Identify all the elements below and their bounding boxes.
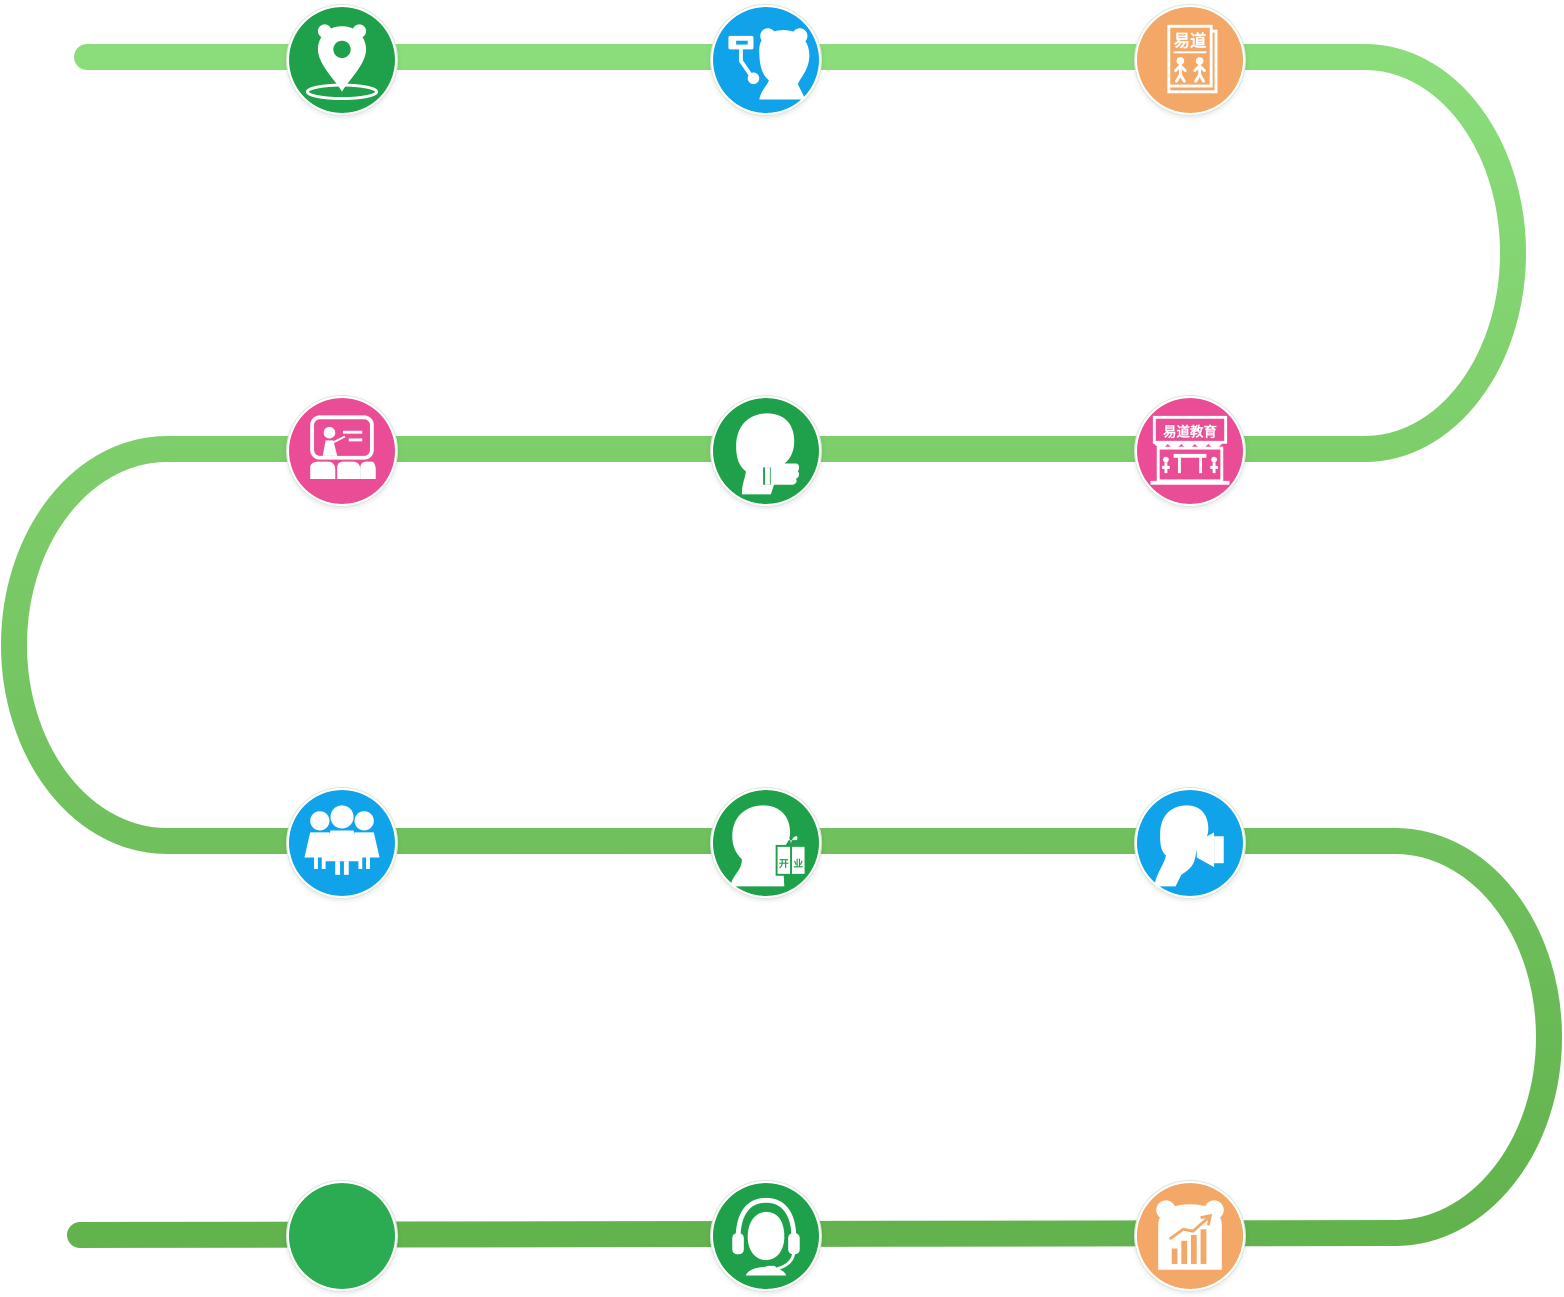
bear-growth-chart-icon [1137, 1183, 1243, 1289]
step-node-12[interactable] [1135, 1181, 1245, 1291]
step-node-3[interactable]: 易道 [1135, 5, 1245, 115]
teacher-classroom-icon [289, 398, 395, 504]
bear-painting-roller-icon [713, 7, 819, 113]
svg-text:开: 开 [779, 859, 789, 870]
megaphone-person-icon [1137, 790, 1243, 896]
blank-circle-icon [289, 1183, 395, 1289]
step-node-2[interactable] [711, 5, 821, 115]
bear-location-pin-icon [289, 7, 395, 113]
step-node-6[interactable]: 易道教育 [1135, 396, 1245, 506]
three-girls-icon [289, 790, 395, 896]
step-node-10[interactable] [287, 1181, 397, 1291]
headset-support-icon [713, 1183, 819, 1289]
step-node-7[interactable] [287, 788, 397, 898]
step-node-9[interactable] [1135, 788, 1245, 898]
step-node-1[interactable] [287, 5, 397, 115]
thumbs-up-person-icon [713, 398, 819, 504]
svg-text:易道: 易道 [1174, 32, 1207, 51]
person-gift-icon: 开 业 [713, 790, 819, 896]
step-node-11[interactable] [711, 1181, 821, 1291]
step-node-4[interactable] [287, 396, 397, 506]
storefront-icon: 易道教育 [1137, 398, 1243, 504]
step-node-8[interactable]: 开 业 [711, 788, 821, 898]
track-path [1, 44, 1562, 1248]
svg-text:业: 业 [793, 858, 803, 870]
step-node-5[interactable] [711, 396, 821, 506]
book-cover-icon: 易道 [1137, 7, 1243, 113]
svg-text:易道教育: 易道教育 [1163, 424, 1217, 441]
